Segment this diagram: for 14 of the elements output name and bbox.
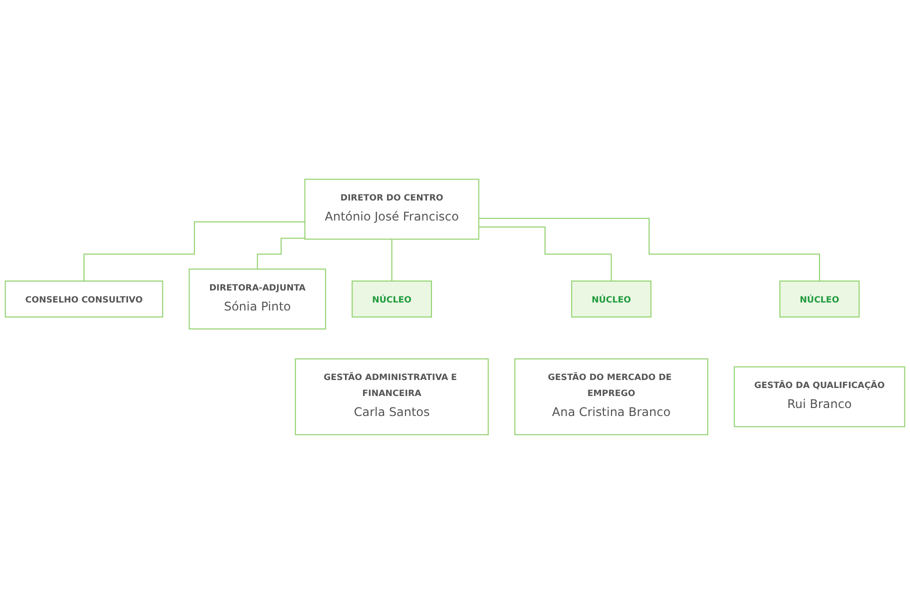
node-box: CONSELHO CONSULTIVO xyxy=(4,280,164,317)
node-box: NÚCLEO xyxy=(571,280,652,317)
connector xyxy=(256,237,306,270)
node-box: NÚCLEO xyxy=(779,280,860,317)
node-box: DIRETOR DO CENTRO António José Francisco xyxy=(304,178,480,240)
node-box: GESTÃO ADMINISTRATIVA E FINANCEIRA Carla Santos xyxy=(294,358,489,435)
connector xyxy=(391,238,392,282)
node-box: GESTÃO DO MERCADO DE EMPREGO Ana Cristina Branco xyxy=(514,358,708,435)
connector xyxy=(478,226,612,282)
node-box: NÚCLEO xyxy=(352,280,432,317)
connector xyxy=(84,220,306,282)
connector xyxy=(478,217,820,282)
node-box: GESTÃO DA QUALIFICAÇÃO Rui Branco xyxy=(734,366,906,427)
node-box: DIRETORA-ADJUNTA Sónia Pinto xyxy=(188,268,326,329)
